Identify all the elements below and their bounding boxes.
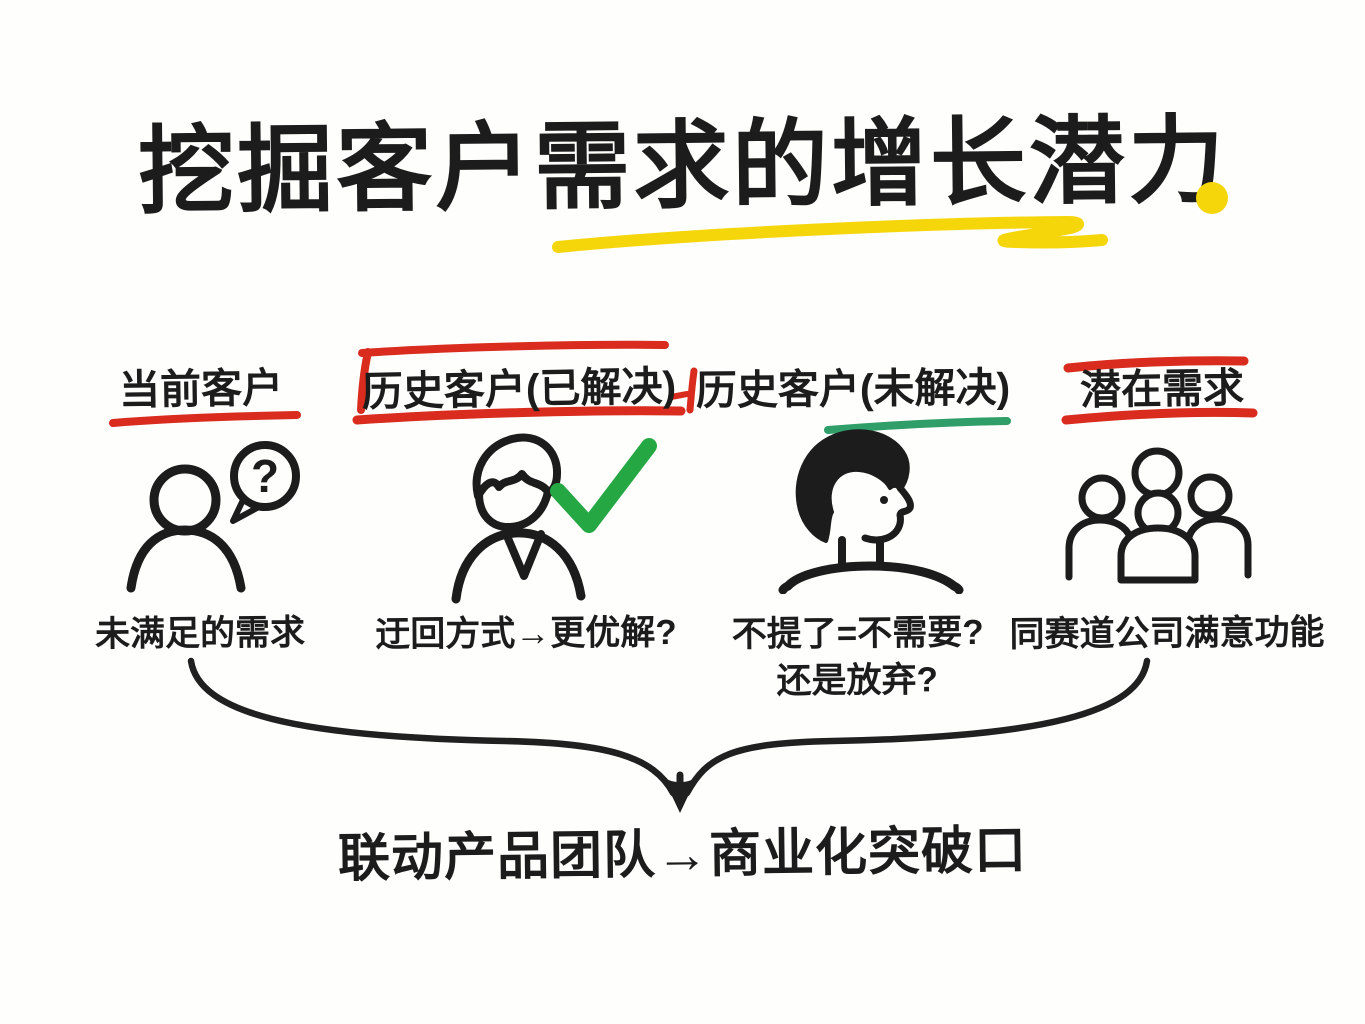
caption-history-unsolved: 不提了=不需要? 还是放弃? [731,609,984,705]
column-header-potential-needs: 潜在需求 [1079,364,1245,414]
column-header-current-customers: 当前客户 [118,364,284,414]
arrowhead [663,777,697,813]
caption-history-solved: 迂回方式→更优解? [375,612,677,655]
page-title: 挖掘客户需求的增长潜力 [137,107,1228,226]
green-check-mark [550,438,657,533]
people-group-icon [1065,447,1252,584]
caption-line-2: 还是放弃? [776,660,939,701]
caption-current-customers: 未满足的需求 [94,613,306,654]
eye-dot [880,496,888,504]
person-question-icon: ? [126,441,300,593]
person-side-profile-icon [778,429,964,594]
converge-arrow [187,657,1151,813]
column-header-history-solved: 历史客户(已解决) [361,362,677,416]
caption-line-1: 不提了=不需要? [731,612,984,655]
question-mark-glyph: ? [251,450,279,502]
column-header-history-unsolved: 历史客户(未解决) [695,364,1011,414]
conclusion-text: 联动产品团队→商业化突破口 [337,821,1028,889]
person-check-icon [451,433,657,604]
caption-potential-needs: 同赛道公司满意功能 [1009,612,1325,655]
